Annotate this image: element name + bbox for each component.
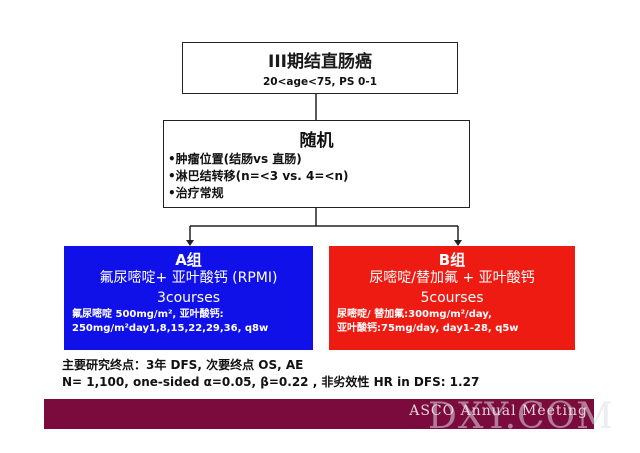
arrowhead-arm-b xyxy=(454,240,462,246)
stratification-factor-label: 肿瘤位置(结肠vs 直肠) xyxy=(175,152,302,166)
arm-b-title: B组 xyxy=(438,251,466,269)
population-box: III期结直肠癌 20<age<75, PS 0-1 xyxy=(182,42,458,94)
bullet-mark: • xyxy=(168,152,176,166)
endpoints-line-2: N= 1,100, one-sided α=0.05, β=0.22 , 非劣效… xyxy=(62,375,480,389)
footer-bar: ASCO Annual Meeting xyxy=(44,399,594,429)
arm-b-box: B组 尿嘧啶/替加氟 + 亚叶酸钙 5courses 尿嘧啶/ 替加氟:300m… xyxy=(329,246,575,350)
bullet-mark: • xyxy=(168,186,176,200)
footer-logo: ASCO Annual Meeting xyxy=(409,403,588,419)
stratification-factor-label: 治疗常规 xyxy=(175,186,224,200)
arm-a-title: A组 xyxy=(175,251,202,269)
stratification-factor: •淋巴结转移(n=<3 vs. 4=<n) xyxy=(168,168,469,185)
arm-a-box: A组 氟尿嘧啶+ 亚叶酸钙 (RPMI) 3courses 氟尿嘧啶 500mg… xyxy=(64,246,313,350)
arm-b-dose-line-2: 亚叶酸钙:75mg/day, day1-28, q5w xyxy=(337,323,519,334)
arm-a-dose-line-2: 250mg/m²day1,8,15,22,29,36, q8w xyxy=(72,323,269,334)
arm-a-regimen: 氟尿嘧啶+ 亚叶酸钙 (RPMI) xyxy=(99,270,278,286)
endpoints-text: 主要研究终点：3年 DFS, 次要终点 OS, AE N= 1,100, one… xyxy=(62,357,622,391)
population-title: III期结直肠癌 xyxy=(268,52,372,72)
arm-a-courses: 3courses xyxy=(157,290,220,306)
arm-b-regimen: 尿嘧啶/替加氟 + 亚叶酸钙 xyxy=(369,270,535,286)
stratification-factor-label: 淋巴结转移(n=<3 vs. 4=<n) xyxy=(175,169,349,183)
endpoints-line-1: 主要研究终点：3年 DFS, 次要终点 OS, AE xyxy=(62,358,304,372)
stratification-factor: •肿瘤位置(结肠vs 直肠) xyxy=(168,151,469,168)
arrowhead-arm-a xyxy=(186,240,194,246)
population-criteria: 20<age<75, PS 0-1 xyxy=(262,76,378,88)
bullet-mark: • xyxy=(168,169,176,183)
arm-b-courses: 5courses xyxy=(420,290,484,306)
watermark: DXY.COM xyxy=(428,396,614,437)
stratification-factor: •治疗常规 xyxy=(168,185,469,202)
arm-a-dose-line-1: 氟尿嘧啶 500mg/m², 亚叶酸钙: xyxy=(72,309,224,320)
arm-b-dose-line-1: 尿嘧啶/ 替加氟:300mg/m²/day, xyxy=(337,309,492,320)
randomization-title: 随机 xyxy=(299,131,334,151)
randomization-box: 随机 •肿瘤位置(结肠vs 直肠) •淋巴结转移(n=<3 vs. 4=<n) … xyxy=(163,120,470,208)
